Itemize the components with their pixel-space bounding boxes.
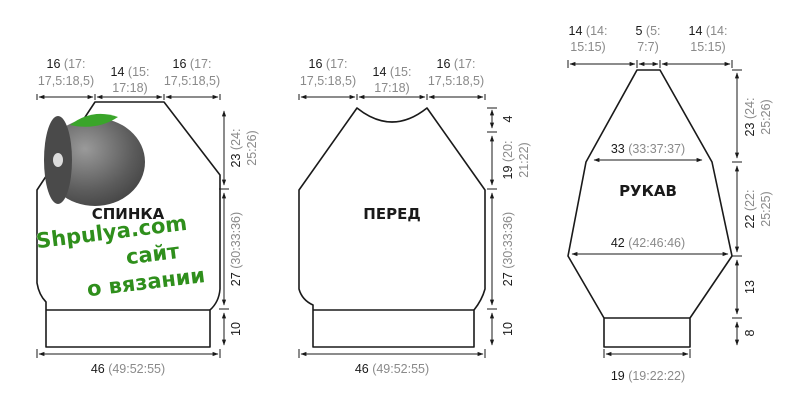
sleeve-top-mid-label: 5 (5: [635, 24, 660, 38]
front-right-bot-label: 10 [501, 322, 515, 336]
sleeve-right-top-label: 23 (24: [743, 98, 757, 137]
front-piece [298, 107, 486, 348]
back-bottom-label: 46 (49:52:55) [91, 362, 165, 376]
back-top-left-label: 16 (17: [47, 57, 86, 71]
sleeve-top-right-label-line2: 15:15) [690, 40, 725, 54]
front-outline [298, 107, 486, 348]
sleeve-top-left-label-line2: 15:15) [570, 40, 605, 54]
back-top-mid-label-line2: 17:18) [112, 81, 147, 95]
sleeve-top-mid-label-line2: 7:7) [637, 40, 659, 54]
back-dimensions: 16 (17: 17,5:18,5) 14 (15: 17:18) 16 (17… [36, 57, 259, 376]
front-label: ПЕРЕД [363, 205, 420, 223]
front-right-top-label: 19 (20: [501, 141, 515, 180]
front-top-mid-label: 14 (15: [373, 65, 412, 79]
sleeve-right-low-label: 13 [743, 280, 757, 294]
front-right-top-label-line2: 21:22) [517, 142, 531, 177]
front-right-mid-label: 27 (30:33:36) [501, 212, 515, 286]
spool-logo [44, 113, 145, 206]
front-top-mid-label-line2: 17:18) [374, 81, 409, 95]
sleeve-lower-width-label: 42 (42:46:46) [611, 236, 685, 250]
front-top-right-label: 16 (17: [437, 57, 476, 71]
back-right-top-label-line2: 25:26) [245, 130, 259, 165]
back-right-mid-label: 27 (30:33:36) [229, 212, 243, 286]
front-bottom-label: 46 (49:52:55) [355, 362, 429, 376]
back-label: СПИНКА [92, 205, 165, 223]
back-top-right-label: 16 (17: [173, 57, 212, 71]
back-right-bot-label: 10 [229, 322, 243, 336]
sleeve-right-mid-label: 22 (22: [743, 190, 757, 229]
sleeve-piece [567, 69, 733, 348]
sleeve-bottom-label: 19 (19:22:22) [611, 369, 685, 383]
front-top-right-label-line2: 17,5:18,5) [428, 74, 484, 88]
sleeve-right-top-label-line2: 25:26) [759, 99, 773, 134]
sleeve-upper-width-label: 33 (33:37:37) [611, 142, 685, 156]
sleeve-top-left-label: 14 (14: [569, 24, 608, 38]
sleeve-right-mid-label-line2: 25:25) [759, 191, 773, 226]
back-top-left-label-line2: 17,5:18,5) [38, 74, 94, 88]
sleeve-dimensions: 14 (14: 15:15) 5 (5: 7:7) 14 (14: 15:15)… [567, 24, 773, 383]
front-right-neck-label: 4 [501, 115, 515, 122]
front-top-left-label: 16 (17: [309, 57, 348, 71]
back-top-mid-label: 14 (15: [111, 65, 150, 79]
sleeve-top-right-label: 14 (14: [689, 24, 728, 38]
sleeve-right-cuff-label: 8 [743, 329, 757, 336]
back-top-right-label-line2: 17,5:18,5) [164, 74, 220, 88]
front-dimensions: 16 (17: 17,5:18,5) 14 (15: 17:18) 16 (17… [298, 57, 531, 376]
back-right-top-label: 23 (24: [229, 129, 243, 168]
sleeve-label: РУКАВ [619, 182, 677, 200]
front-top-left-label-line2: 17,5:18,5) [300, 74, 356, 88]
sleeve-outline [567, 69, 733, 348]
